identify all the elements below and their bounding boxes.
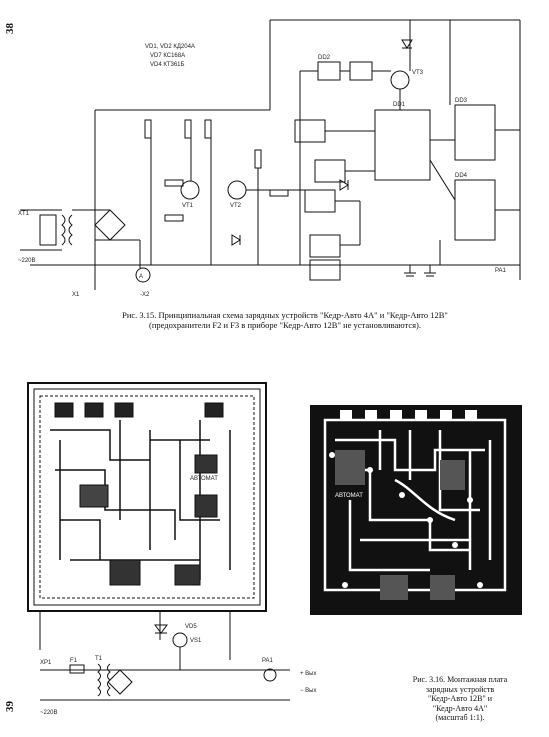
label-dd4: DD4 xyxy=(455,173,468,179)
caption-3-16-line4: "Кедр-Авто 4А" xyxy=(432,703,488,713)
caption-figure-3-15: Рис. 3.15. Принципиальная схема зарядных… xyxy=(70,310,500,330)
label-x1: X1 xyxy=(72,292,80,298)
caption-3-15-line1: Рис. 3.15. Принципиальная схема зарядных… xyxy=(122,310,448,320)
label-rail-220: ~220В xyxy=(18,258,36,264)
label-dd3: DD3 xyxy=(455,98,468,104)
pcb-label-avtomat-left: АВТОМАТ xyxy=(190,476,218,482)
label-minus-out: − Вых xyxy=(300,688,317,694)
label-minus-x2: -X2 xyxy=(140,292,150,298)
caption-3-15-line2: (предохранители F2 и F3 в приборе "Кедр-… xyxy=(149,320,421,330)
pcb-component-side xyxy=(27,382,267,660)
caption-3-16-line5: (масштаб 1:1). xyxy=(435,713,485,722)
label-plus-out: + Вых xyxy=(300,671,317,677)
caption-3-16-line1: Рис. 3.16. Монтажная плата xyxy=(412,675,508,684)
label-pa1-lower: PA1 xyxy=(262,658,274,664)
vd-list-2: VD7 КС168А xyxy=(150,53,185,59)
caption-figure-3-16: Рис. 3.16. Монтажная плата зарядных устр… xyxy=(395,675,525,723)
label-pa1: PA1 xyxy=(495,268,507,274)
label-dd1: DD1 xyxy=(393,102,406,108)
label-t1: T1 xyxy=(95,656,103,662)
label-vd5: VD5 xyxy=(185,624,197,630)
label-vt1: VT1 xyxy=(182,203,194,209)
label-f1: F1 xyxy=(70,658,78,664)
label-xt1: XT1 xyxy=(18,211,30,217)
caption-3-16-line2: зарядных устройств xyxy=(425,684,495,694)
caption-3-16-line3: "Кедр-Авто 12В" и xyxy=(427,694,493,703)
label-vt2: VT2 xyxy=(230,203,242,209)
label-rail-220-lower: ~220В xyxy=(40,710,58,716)
label-xp1: XP1 xyxy=(40,660,52,666)
pcb-label-avtomat-right: АВТОМАТ xyxy=(335,493,363,499)
schematic-3-15 xyxy=(20,19,521,290)
schematic-output-stage xyxy=(40,611,290,701)
label-dd2: DD2 xyxy=(318,55,331,61)
label-vt3: VT3 xyxy=(412,70,424,76)
pcb-copper-side xyxy=(310,405,522,615)
label-a-meter: A xyxy=(139,274,143,280)
label-vs1: VS1 xyxy=(190,638,202,644)
vd-list-3: VD4 КТ361Б xyxy=(150,62,185,68)
vd-list-1: VD1, VD2 КД204А xyxy=(145,44,195,50)
